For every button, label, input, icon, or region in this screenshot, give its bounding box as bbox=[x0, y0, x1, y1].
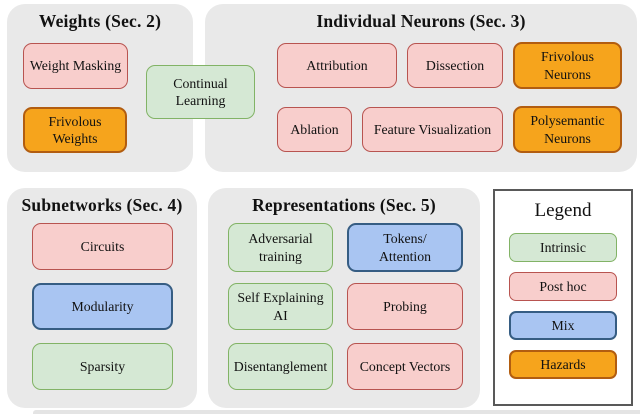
node-disentanglement: Disentanglement bbox=[228, 343, 333, 390]
panel-representations-title: Representations (Sec. 5) bbox=[252, 195, 436, 215]
panel-weights-title: Weights (Sec. 2) bbox=[38, 11, 162, 31]
panel-subnetworks-title: Subnetworks (Sec. 4) bbox=[21, 195, 183, 215]
legend-item-post-hoc: Post hoc bbox=[509, 272, 617, 301]
node-tokens-attention: Tokens/ Attention bbox=[347, 223, 463, 272]
node-modularity: Modularity bbox=[32, 283, 173, 330]
node-self-explaining-ai: Self Explaining AI bbox=[228, 283, 333, 330]
bottom-edge-strip bbox=[33, 410, 640, 414]
legend-title: Legend bbox=[534, 200, 592, 221]
node-concept-vectors: Concept Vectors bbox=[347, 343, 463, 390]
node-polysemantic-neurons: Polysemantic Neurons bbox=[513, 106, 622, 153]
node-frivolous-weights: Frivolous Weights bbox=[23, 107, 127, 153]
node-attribution: Attribution bbox=[277, 43, 397, 88]
node-frivolous-neurons: Frivolous Neurons bbox=[513, 42, 622, 89]
node-probing: Probing bbox=[347, 283, 463, 330]
node-sparsity: Sparsity bbox=[32, 343, 173, 390]
panel-individual-neurons-title: Individual Neurons (Sec. 3) bbox=[316, 11, 526, 31]
node-circuits: Circuits bbox=[32, 223, 173, 270]
node-feature-visualization: Feature Visualization bbox=[362, 107, 503, 152]
legend-item-intrinsic: Intrinsic bbox=[509, 233, 617, 262]
panel-representations: Representations (Sec. 5) Adversarial tra… bbox=[208, 188, 480, 408]
node-ablation: Ablation bbox=[277, 107, 352, 152]
panel-individual-neurons: Individual Neurons (Sec. 3) Attribution … bbox=[205, 4, 637, 172]
legend: Legend Intrinsic Post hoc Mix Hazards bbox=[493, 189, 633, 406]
node-continual-learning: Continual Learning bbox=[146, 65, 255, 119]
node-dissection: Dissection bbox=[407, 43, 503, 88]
legend-item-hazards: Hazards bbox=[509, 350, 617, 379]
legend-items: Intrinsic Post hoc Mix Hazards bbox=[495, 233, 631, 379]
node-adversarial-training: Adversarial training bbox=[228, 223, 333, 272]
node-weight-masking: Weight Masking bbox=[23, 43, 128, 89]
panel-subnetworks: Subnetworks (Sec. 4) Circuits Modularity… bbox=[7, 188, 197, 408]
legend-item-mix: Mix bbox=[509, 311, 617, 340]
